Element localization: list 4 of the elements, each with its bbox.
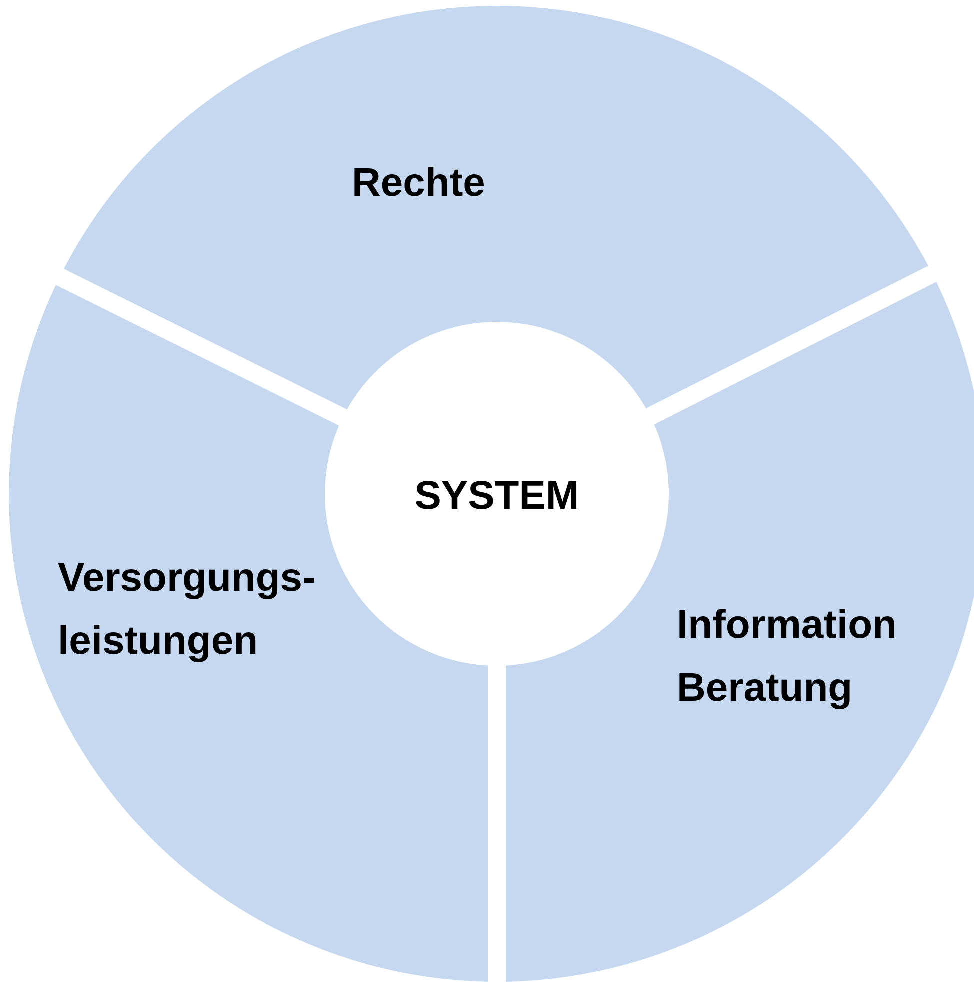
segment-label: SYSTEM (414, 473, 580, 520)
segment-label: Rechte (352, 160, 486, 207)
segment-label: Information Beratung (677, 602, 898, 712)
segment-label: Versorgungs- leistungen (58, 555, 317, 665)
